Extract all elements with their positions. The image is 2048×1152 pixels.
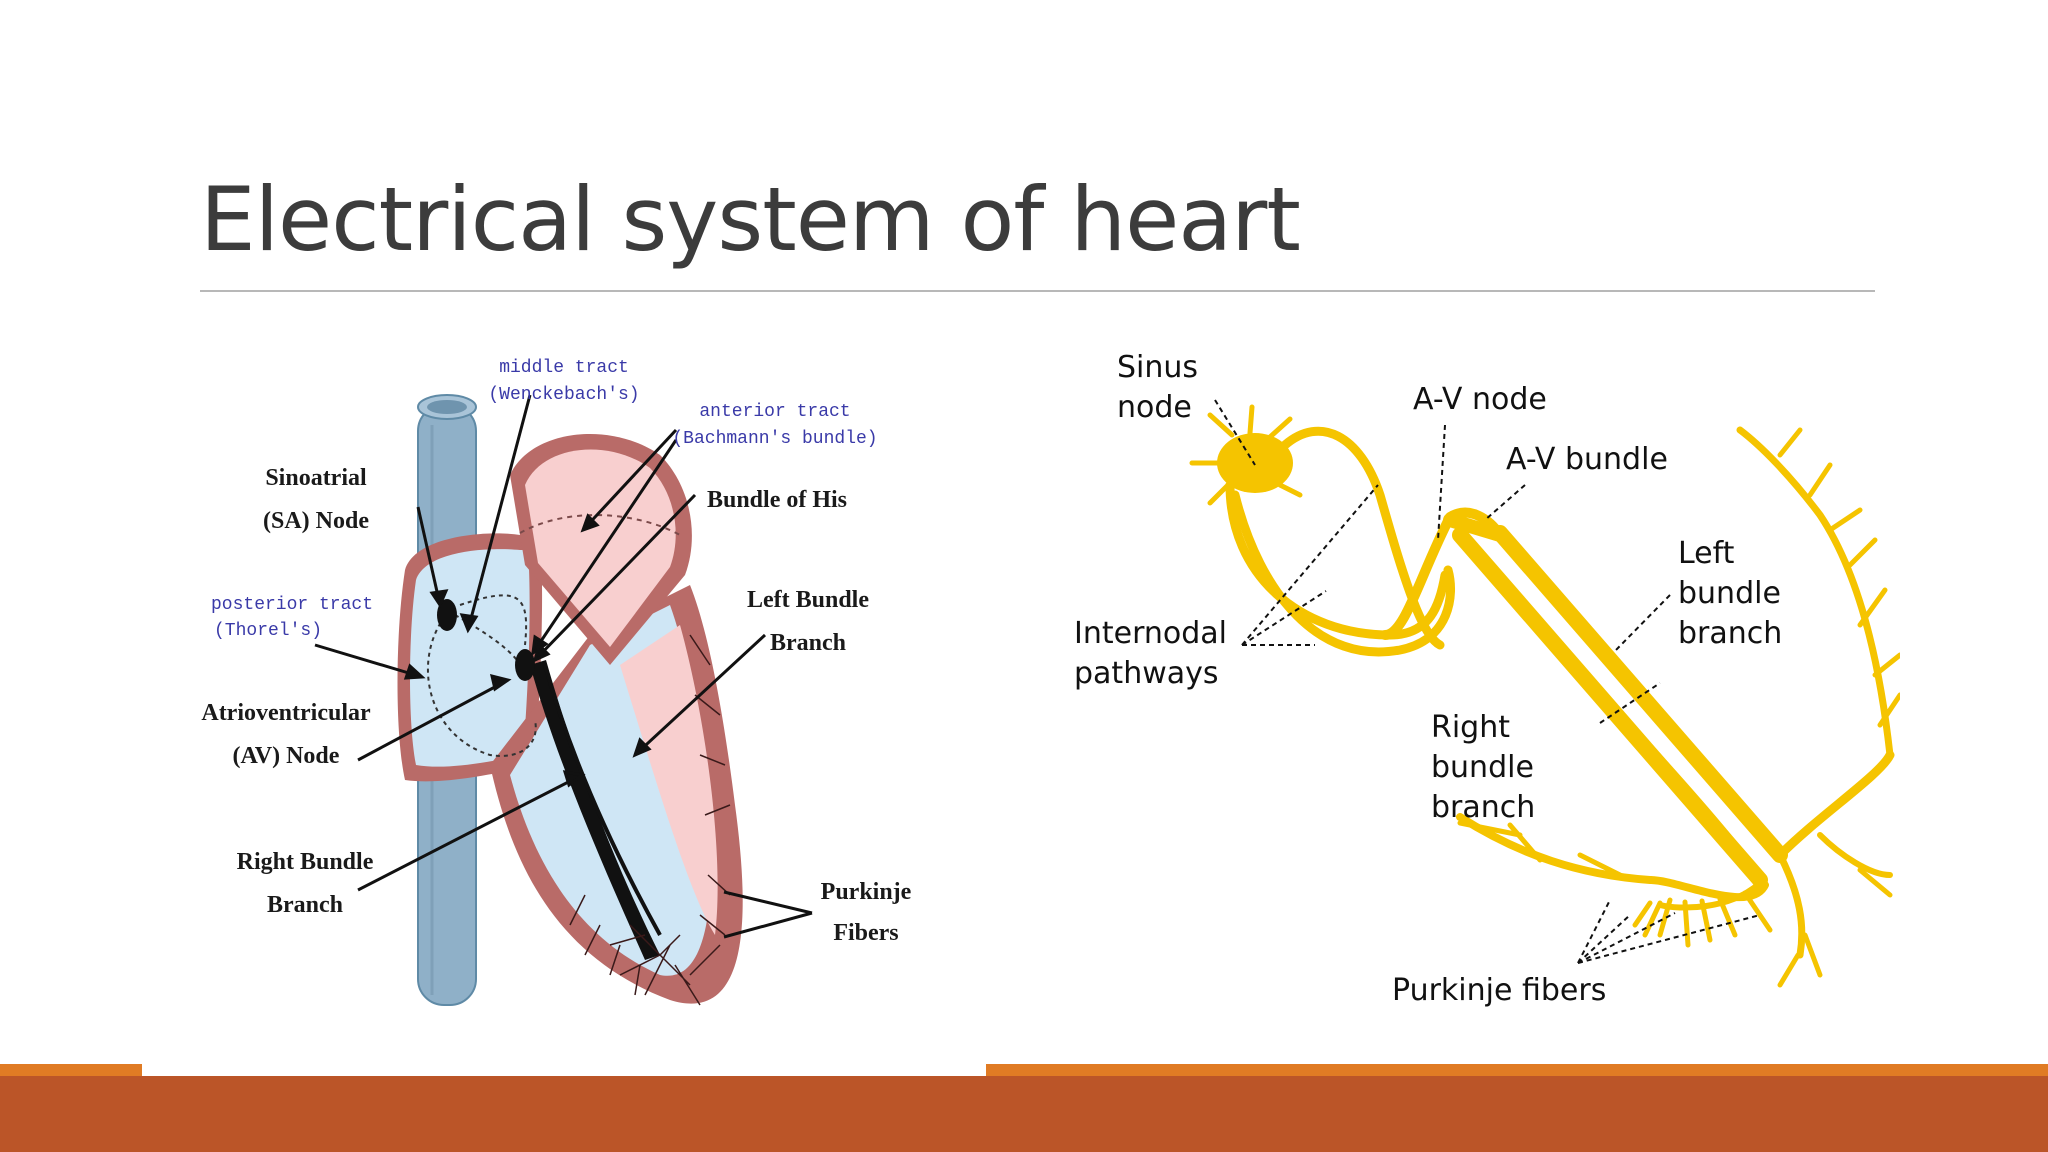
- anterior-tract-label: anterior tract: [699, 402, 850, 422]
- left-bundle-branch-sublabel: Branch: [770, 630, 846, 656]
- right-bundle-branch-sublabel-2: branch: [1431, 790, 1535, 825]
- left-bundle-branch-sublabel-2: branch: [1678, 616, 1782, 651]
- left-bundle-branch-label: Left: [1678, 536, 1735, 571]
- footer-band: [0, 1076, 2048, 1152]
- sinus-node-label: Sinus: [1117, 350, 1198, 385]
- purkinje-fibers-sublabel: Fibers: [833, 920, 898, 946]
- av-node-label: A-V node: [1413, 382, 1547, 417]
- purkinje-fibers-label: Purkinje: [821, 879, 912, 905]
- footer-accent-left: [0, 1064, 142, 1076]
- purkinje-fibers-label: Purkinje fibers: [1392, 973, 1606, 1008]
- bundle-of-his-label: Bundle of His: [707, 487, 847, 513]
- right-bundle-branch-sublabel-1: bundle: [1431, 750, 1534, 785]
- av-node: [515, 649, 535, 681]
- left-bundle-branch-label: Left Bundle: [747, 587, 869, 613]
- heart-anatomy-diagram: middle tract (Wenckebach's) anterior tra…: [190, 335, 920, 1065]
- sinus-node-sublabel: node: [1117, 390, 1192, 425]
- sa-node-sublabel: (SA) Node: [263, 508, 369, 534]
- posterior-tract-sublabel: (Thorel's): [214, 621, 322, 641]
- left-bundle-branch-sublabel-1: bundle: [1678, 576, 1781, 611]
- internodal-pathways-sublabel: pathways: [1074, 656, 1219, 691]
- middle-tract-label: middle tract: [499, 358, 629, 378]
- av-node-sublabel: (AV) Node: [233, 743, 340, 769]
- footer-accent-right: [986, 1064, 2048, 1076]
- conduction-schematic-diagram: Sinus node A-V node A-V bundle Left bund…: [1060, 335, 1903, 1035]
- posterior-tract-label: posterior tract: [211, 595, 373, 615]
- right-bundle-branch-label: Right: [1431, 710, 1510, 745]
- sa-node-label: Sinoatrial: [265, 465, 367, 491]
- av-bundle-label: A-V bundle: [1506, 442, 1668, 477]
- internodal-pathways-label: Internodal: [1074, 616, 1227, 651]
- right-bundle-branch-label: Right Bundle: [237, 849, 374, 875]
- conduction-pathway: [1189, 404, 1903, 988]
- right-bundle-branch-sublabel: Branch: [267, 892, 343, 918]
- av-node-label: Atrioventricular: [201, 700, 371, 726]
- leader-lines: [1214, 399, 1761, 964]
- bundle-of-his-branches: [530, 660, 662, 960]
- middle-tract-sublabel: (Wenckebach's): [488, 385, 639, 405]
- label-arrows: [314, 394, 813, 939]
- slide-title: Electrical system of heart: [200, 168, 1301, 271]
- purkinje-network: [569, 634, 731, 1006]
- sa-node: [437, 599, 457, 631]
- title-divider: [200, 290, 1875, 292]
- anterior-tract-sublabel: (Bachmann's bundle): [672, 429, 877, 449]
